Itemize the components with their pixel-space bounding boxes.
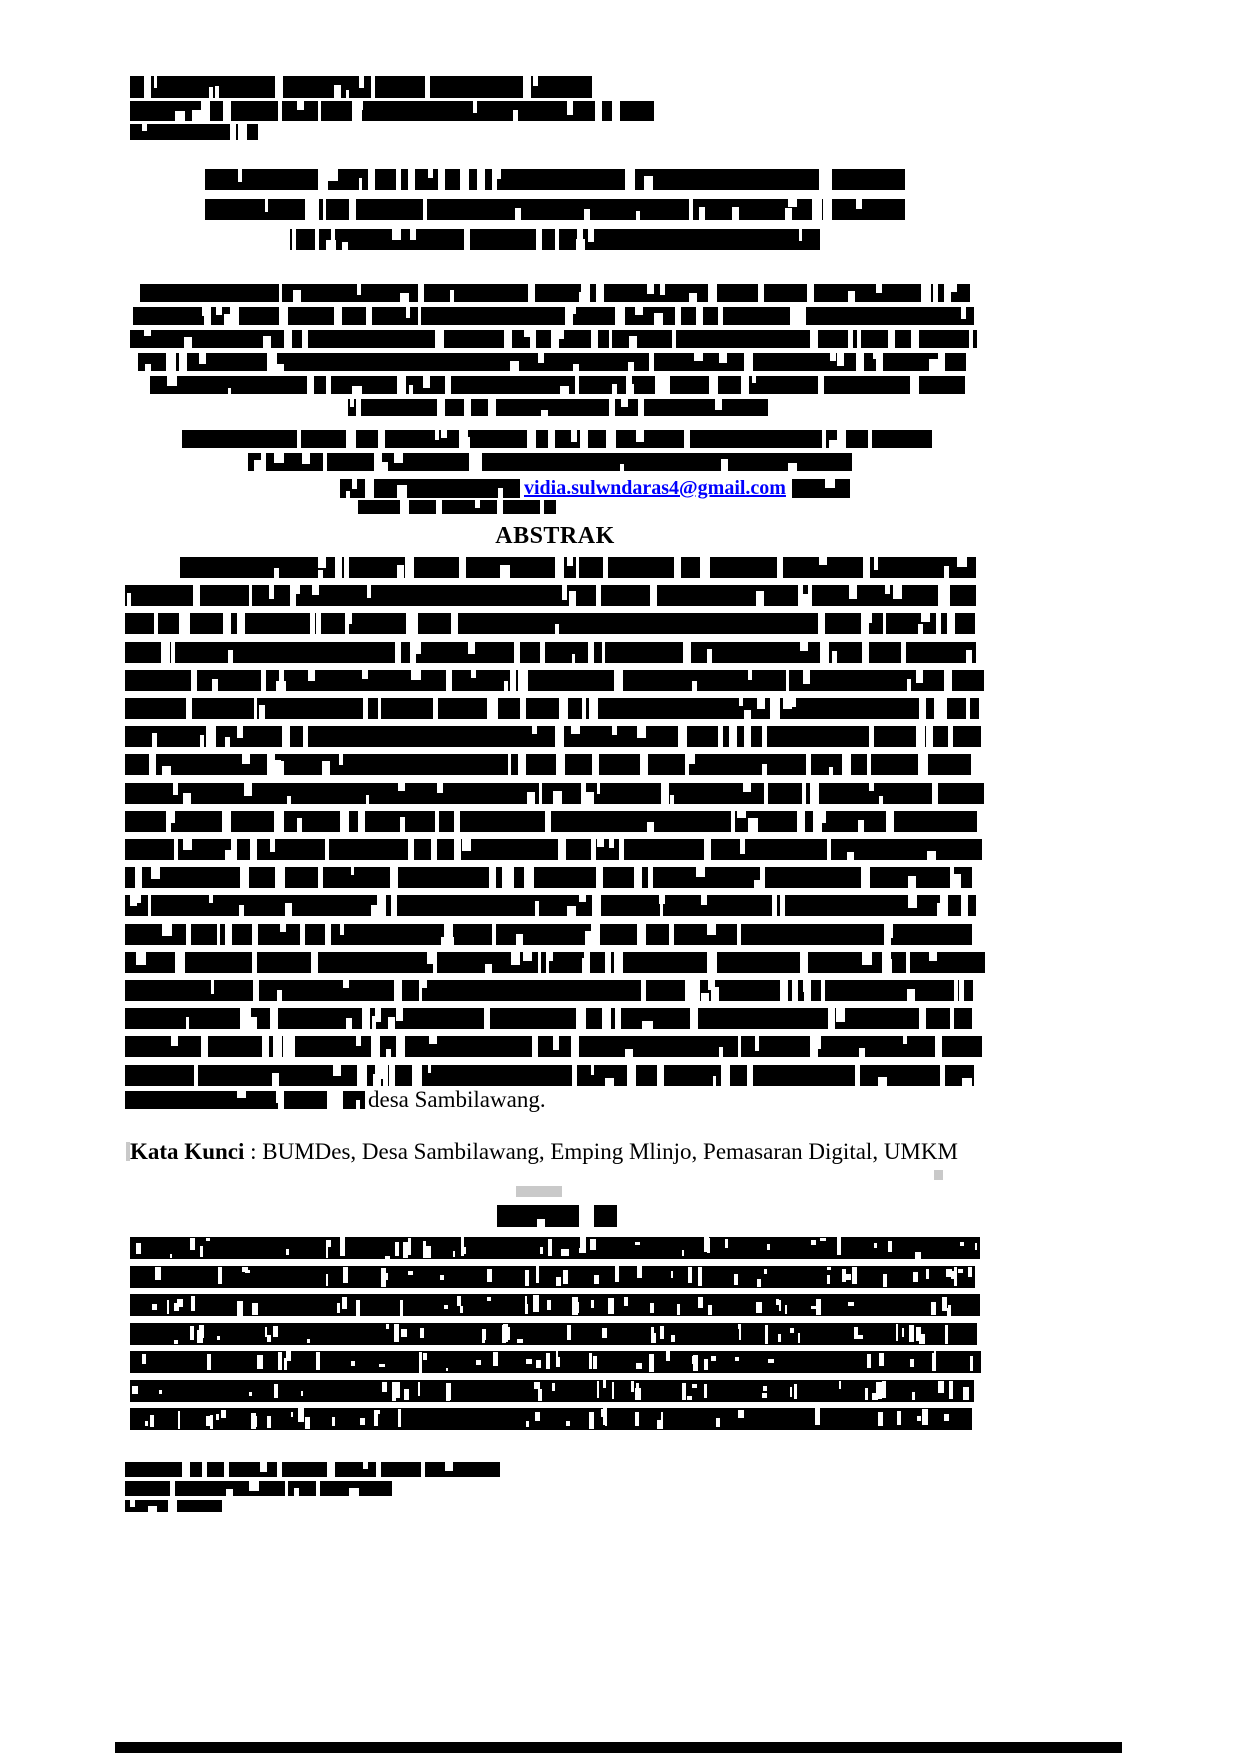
redacted-text-line: [130, 101, 654, 121]
redacted-text-line: [125, 952, 985, 973]
redacted-text-line: [125, 783, 984, 804]
redacted-text-line: [125, 980, 973, 1001]
redacted-text-line: [125, 1500, 222, 1512]
abstract-heading: ABSTRAK: [495, 523, 615, 549]
redacted-text-line: [130, 1351, 981, 1373]
keywords-label: Kata Kunci: [130, 1139, 245, 1164]
redaction-smudge: [516, 1186, 562, 1197]
redacted-text-line: [340, 479, 520, 498]
redacted-text-line: [348, 399, 768, 416]
redacted-text-line: [150, 376, 965, 394]
redacted-text-line: [115, 1742, 1122, 1753]
redacted-text-line: [130, 76, 592, 98]
redacted-text-line: [125, 1065, 974, 1086]
redacted-text-line: [125, 1036, 982, 1057]
redacted-text-line: [130, 1237, 980, 1259]
redacted-text-line: [290, 229, 820, 250]
redacted-text-line: [130, 1408, 972, 1430]
redacted-text-line: [125, 895, 976, 916]
redacted-text-line: [140, 284, 970, 302]
redacted-text-line: [182, 430, 932, 448]
redacted-text-line: [125, 839, 982, 860]
redacted-text-line: [358, 500, 556, 514]
keywords-line: Kata Kunci : BUMDes, Desa Sambilawang, E…: [130, 1139, 958, 1165]
redaction-smudge: [126, 1142, 130, 1161]
redacted-text-line: [133, 307, 974, 325]
redacted-text-line: [125, 613, 975, 634]
redacted-text-line: [125, 1462, 500, 1477]
redacted-text-line: [497, 1205, 617, 1227]
redacted-text-line: [205, 169, 905, 190]
redaction-smudge: [934, 1170, 943, 1180]
redacted-text-line: [248, 453, 852, 471]
abstract-tail-text: desa Sambilawang.: [368, 1087, 546, 1112]
redacted-text-line: [180, 557, 976, 578]
redacted-text-line: [125, 1481, 392, 1496]
keywords-value: : BUMDes, Desa Sambilawang, Emping Mlinj…: [244, 1139, 958, 1164]
redacted-text-line: [125, 754, 971, 775]
redacted-text-line: [138, 353, 966, 371]
redacted-text-line: [130, 330, 977, 348]
redacted-text-line: [125, 585, 976, 606]
redacted-text-line: [125, 726, 981, 747]
redacted-text-line: [125, 698, 979, 719]
redacted-text-line: [205, 199, 905, 220]
email-link[interactable]: vidia.sulwndaras4@gmail.com: [524, 477, 786, 499]
redacted-text-line: [125, 1008, 972, 1029]
redacted-text-line: [125, 924, 972, 945]
redacted-text-line: [125, 642, 976, 663]
redacted-text-line: [125, 867, 972, 888]
redacted-text-line: [130, 1323, 977, 1345]
redacted-text-line: [125, 811, 977, 832]
redacted-text-line: [792, 479, 850, 498]
redacted-text-line: [130, 1380, 974, 1402]
redacted-text-line: [130, 124, 258, 140]
redacted-text-line: [130, 1266, 975, 1288]
redacted-text-line: [125, 670, 984, 691]
redacted-text-line: [130, 1294, 980, 1316]
redacted-text-line: [125, 1091, 365, 1109]
